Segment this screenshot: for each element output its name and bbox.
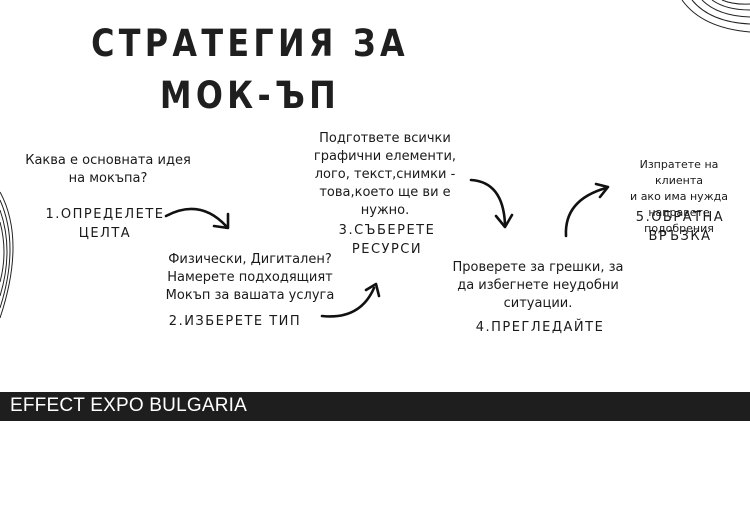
banner-text: EFFECT EXPO BULGARIA: [10, 395, 247, 416]
page-title: СТРАТЕГИЯ ЗА МОК-ЪП: [87, 18, 414, 122]
step-4-description: Проверете за грешки, за да избегнете неу…: [452, 260, 624, 311]
decorative-curves-left: [0, 191, 14, 319]
step-3-description: Подгответе всички графични елементи, лог…: [313, 131, 457, 218]
arrow-1-to-2: [164, 207, 230, 230]
step-5-label: 5.ОБРАТНА ВРЪЗКА: [635, 210, 725, 244]
title-line-1: СТРАТЕГИЯ ЗА: [91, 22, 409, 65]
title-line-2: МОК-ЪП: [159, 74, 341, 117]
step-3-label: 3.СЪБЕРЕТЕ РЕСУРСИ: [338, 223, 436, 257]
step-2-description: Физически, Дигитален? Намерете подходящи…: [165, 252, 335, 303]
arrow-3-to-4: [469, 178, 514, 229]
step-5-description: Изпратете на клиента и ако има нужда нап…: [630, 158, 728, 235]
step-1-label: 1.ОПРЕДЕЛЕТЕ ЦЕЛТА: [45, 207, 165, 241]
arrow-4-to-5: [564, 182, 610, 238]
footer-banner: EFFECT EXPO BULGARIA: [0, 392, 750, 421]
step-4-label: 4.ПРЕГЛЕДАЙТЕ: [475, 320, 605, 335]
decorative-curves-top-right: [681, 0, 750, 33]
arrow-2-to-3: [320, 282, 381, 318]
step-2-label: 2.ИЗБЕРЕТЕ ТИП: [168, 314, 302, 329]
step-1-description: Каква е основната идея на мокъпа?: [25, 153, 191, 186]
